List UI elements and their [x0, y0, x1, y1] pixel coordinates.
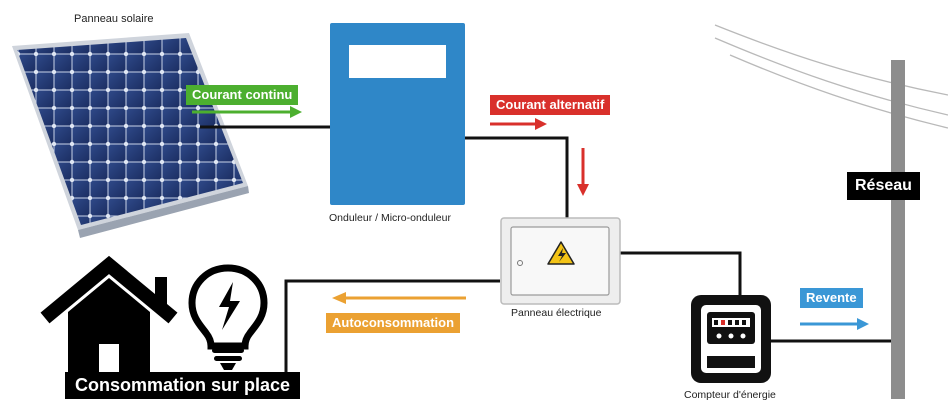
self-consumption-arrow [332, 292, 466, 304]
power-lines [714, 24, 948, 129]
inverter-image [330, 23, 465, 205]
ac-flow-label: Courant alternatif [490, 95, 611, 115]
energy-meter-image [691, 295, 771, 383]
on-site-consumption-label: Consommation sur place [65, 372, 301, 399]
electrical-panel-label: Panneau électrique [511, 307, 602, 319]
dc-flow-label: Courant continu [186, 85, 299, 105]
energy-meter-label: Compteur d'énergie [684, 389, 776, 401]
electrical-panel-image [500, 217, 621, 305]
inverter-label: Onduleur / Micro-onduleur [329, 212, 451, 224]
resale-arrow [800, 318, 869, 330]
solar-panel-label: Panneau solaire [74, 13, 154, 25]
solar-panel-image [12, 33, 249, 238]
grid-pole [891, 60, 905, 399]
ac-arrow-horizontal [490, 118, 547, 130]
grid-label: Réseau [847, 172, 920, 200]
wires [200, 125, 891, 372]
resale-flow-label: Revente [800, 288, 863, 308]
light-bulb-icon [188, 264, 268, 370]
house-icon [40, 255, 178, 372]
self-consumption-flow-label: Autoconsommation [326, 313, 461, 333]
dc-arrow [192, 106, 302, 118]
ac-arrow-vertical [577, 148, 589, 196]
